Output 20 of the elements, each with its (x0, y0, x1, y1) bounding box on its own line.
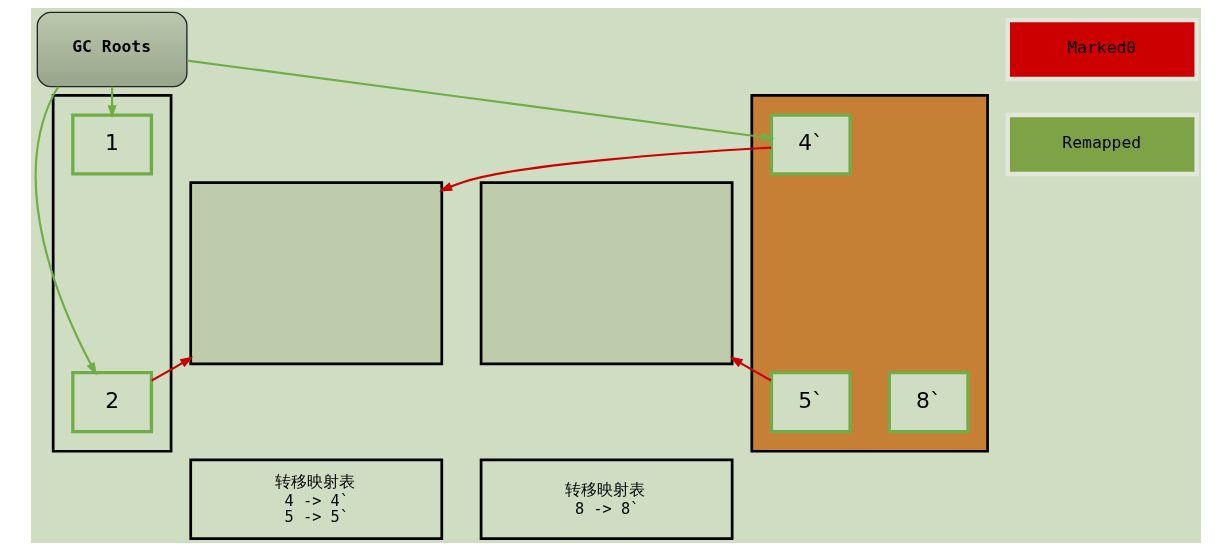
node-box: 1 (71, 113, 154, 176)
arrow (107, 86, 117, 119)
arrow (34, 86, 97, 376)
node-box: GC Roots (36, 11, 188, 88)
arrow (729, 356, 772, 382)
node-box: 5` (769, 371, 852, 434)
arrow (151, 356, 194, 382)
node-box: Remapped (1005, 112, 1199, 177)
cluster (51, 94, 173, 453)
cluster (750, 94, 989, 453)
arrow (439, 146, 772, 192)
node-box (479, 181, 734, 366)
node-box: Marked0 (1005, 17, 1199, 82)
node-box: 8` (887, 371, 970, 434)
arrow (187, 59, 775, 142)
node-box (189, 181, 444, 366)
node-box: 4` (769, 113, 852, 176)
node-box: 转移映射表 4 -> 4` 5 -> 5` (189, 458, 444, 540)
node-box: 2 (71, 371, 154, 434)
node-box: 转移映射表 8 -> 8` (479, 458, 734, 540)
